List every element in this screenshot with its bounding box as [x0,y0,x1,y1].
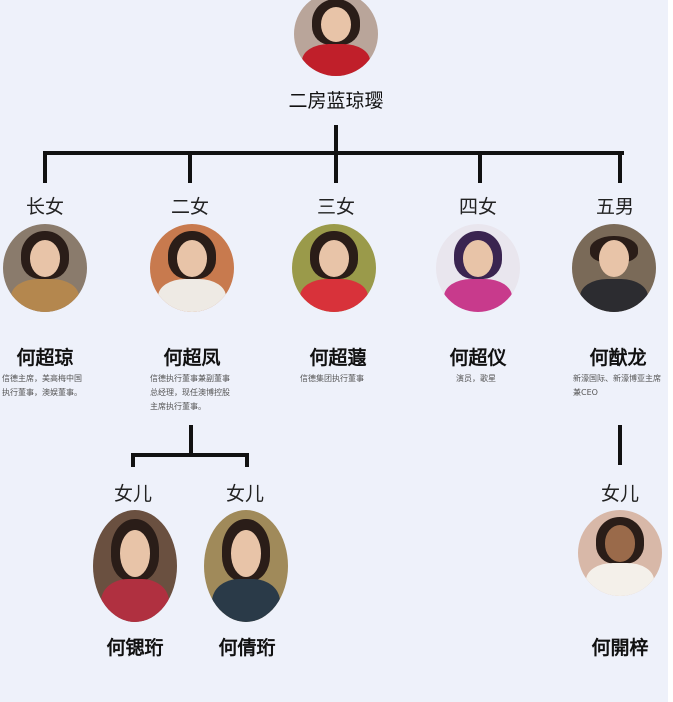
grandchild-label: 女儿 [113,483,153,505]
child-label: 长女 [25,196,65,218]
child-desc: 信德集团执行董事 [300,374,364,383]
child-name: 何超蕸 [309,347,367,369]
connector [618,425,622,465]
connector [188,151,192,183]
child-label: 三女 [316,196,356,218]
connector [189,425,193,457]
grandchild-photo [93,510,177,622]
grandchild-photo [578,510,662,596]
connector [131,453,249,457]
child-name: 何超琼 [16,347,74,369]
connector [334,151,338,183]
grandchild-name: 何倩珩 [218,637,276,659]
grandchild-name: 何锶珩 [106,637,164,659]
child-photo [436,224,520,312]
child-label: 二女 [170,196,210,218]
grandchild-name: 何開梓 [591,637,649,659]
connector [245,453,249,467]
child-name: 何猷龙 [589,347,647,369]
grandchild-label: 女儿 [225,483,265,505]
child-label: 五男 [595,196,635,218]
child-desc: 演员，歌星 [456,374,496,383]
connector [131,453,135,467]
child-photo [150,224,234,312]
child-desc: 新濠国际、新濠博亚主席兼CEO [573,374,661,397]
child-photo [292,224,376,312]
grandchild-label: 女儿 [600,483,640,505]
connector [618,151,622,183]
connector [334,125,338,155]
child-desc: 信德执行董事兼副董事总经理，现任澳博控股主席执行董事。 [150,374,230,411]
child-name: 何超凤 [163,347,221,369]
grandchild-photo [204,510,288,622]
root-name: 二房蓝琼璎 [288,90,384,112]
connector [478,151,482,183]
child-label: 四女 [458,196,498,218]
child-photo [3,224,87,312]
root-photo [294,0,378,76]
connector [43,151,47,183]
child-desc: 信德主席，美高梅中国执行董事，澳娱董事。 [2,374,82,397]
child-photo [572,224,656,312]
child-name: 何超仪 [449,347,507,369]
